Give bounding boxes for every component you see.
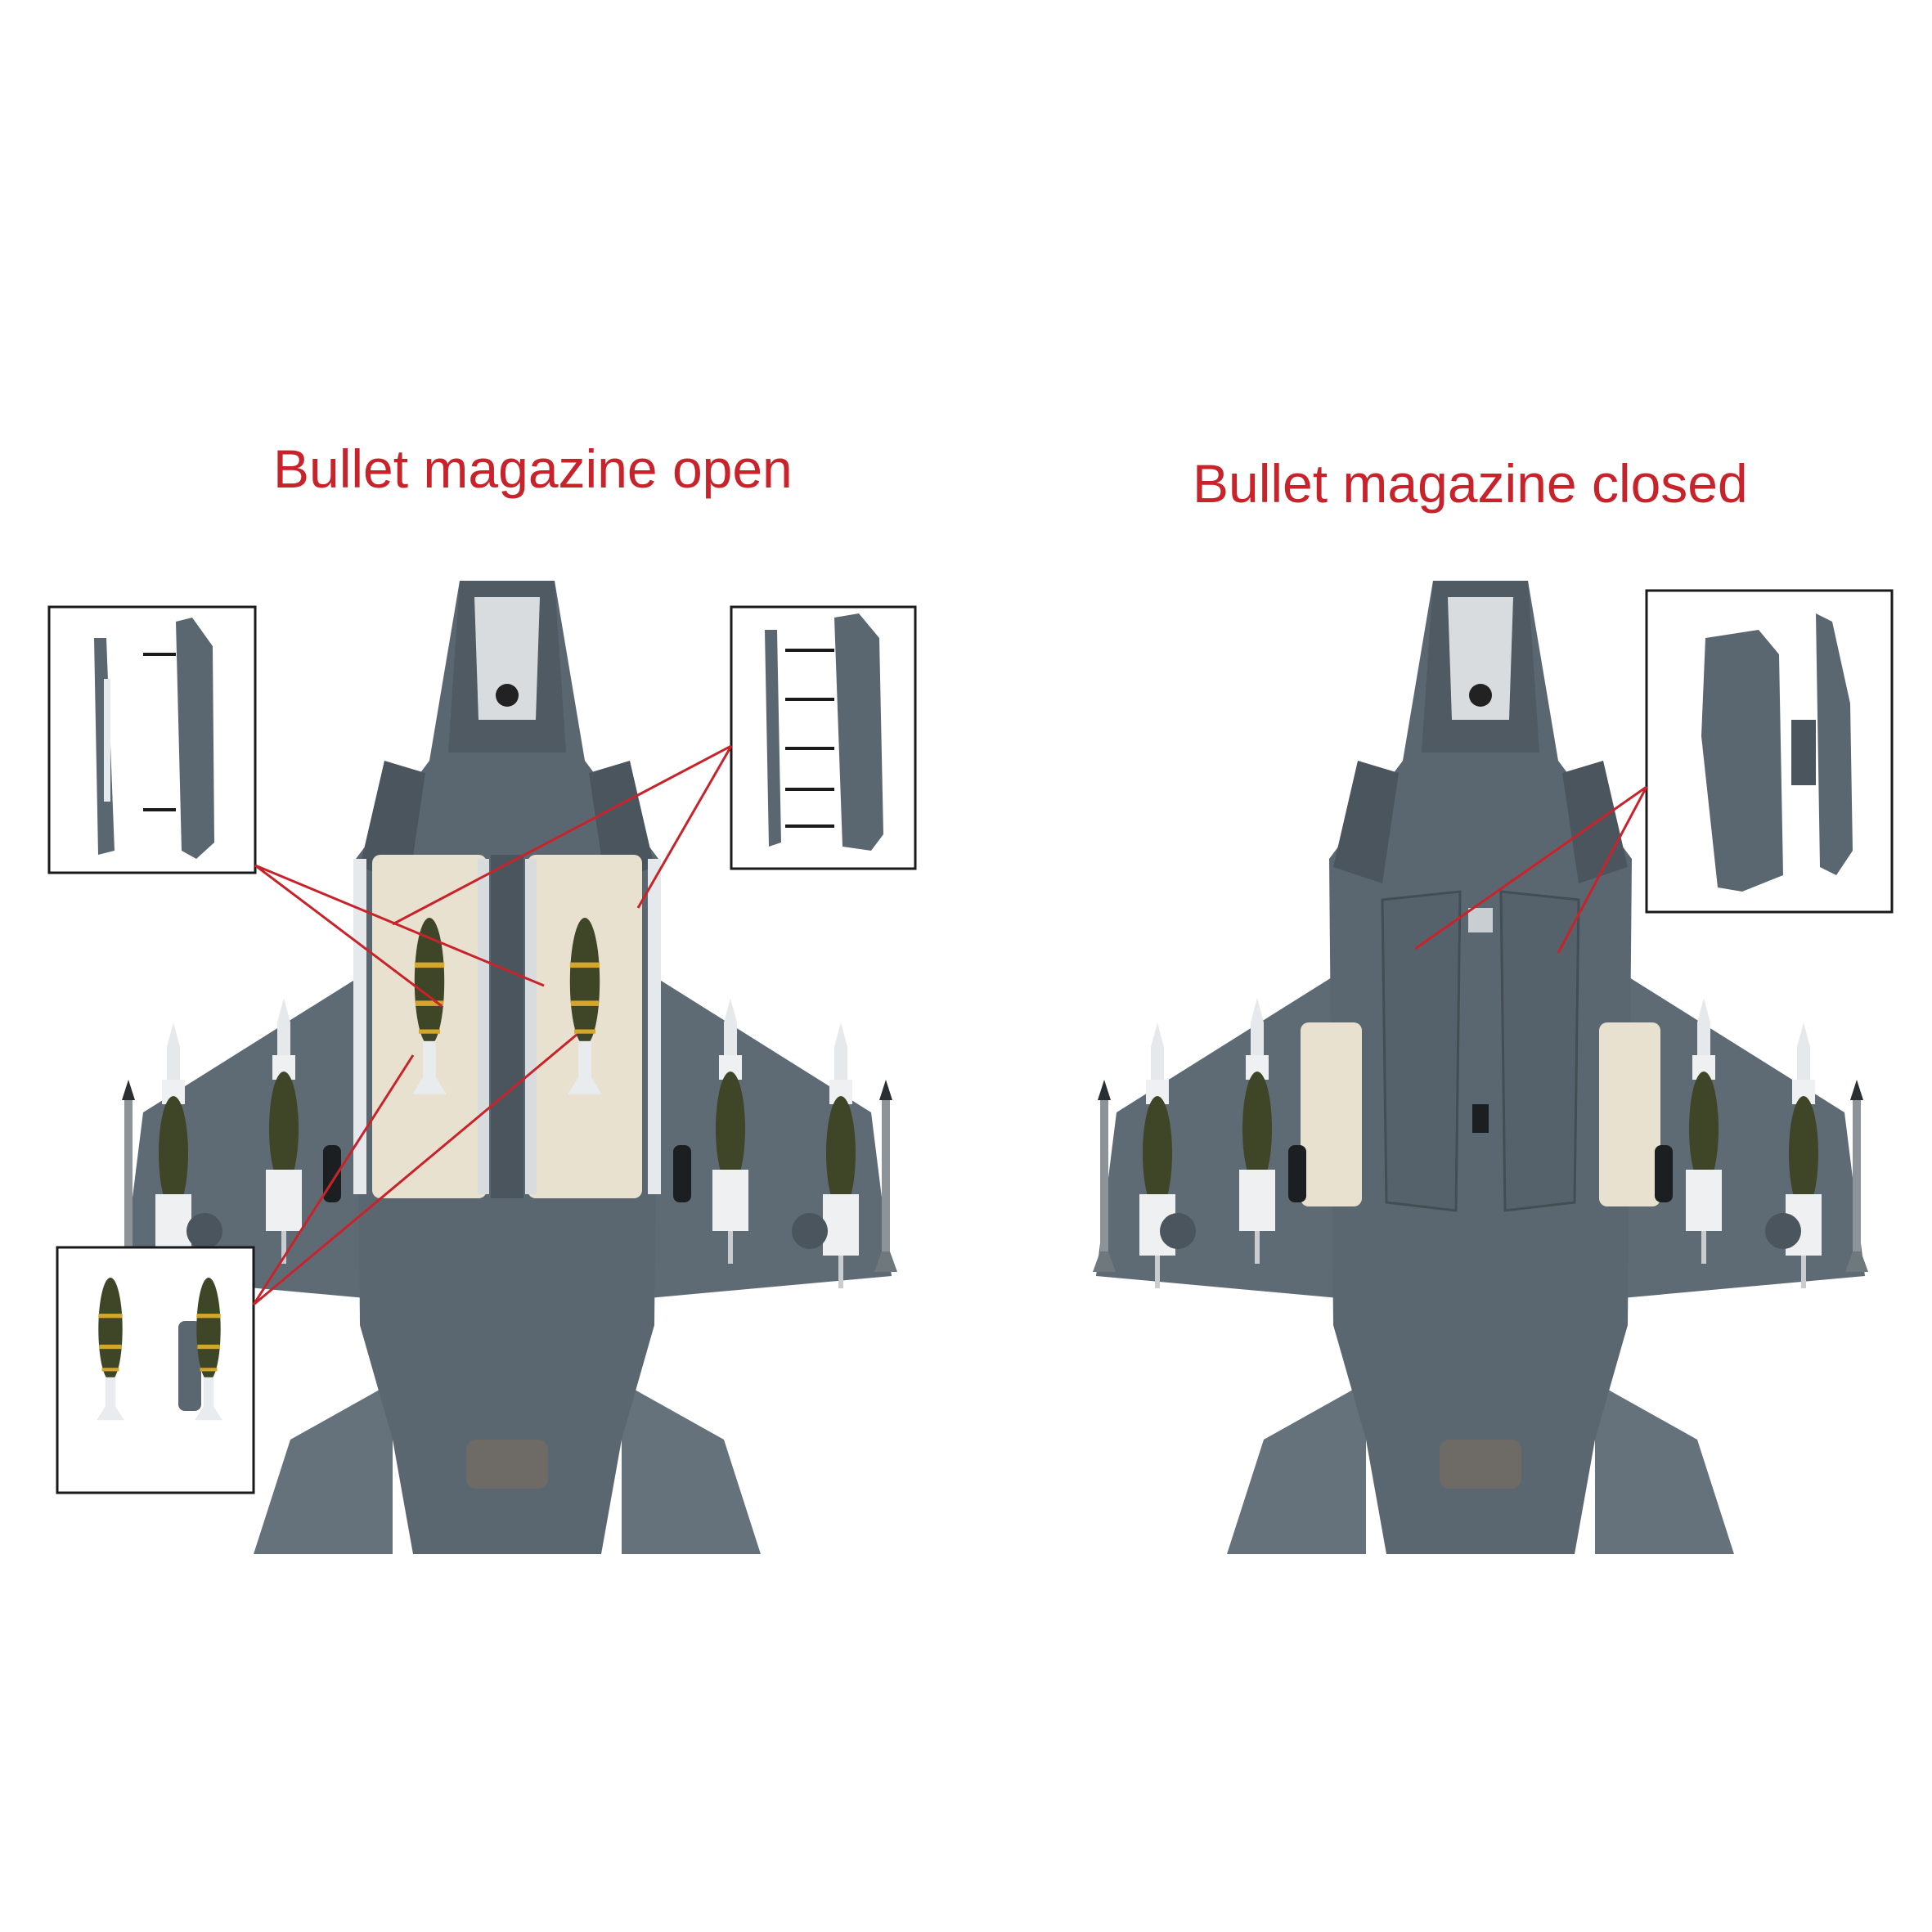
caption-bay-closed: Bullet magazine closed <box>1193 453 1748 514</box>
callout-lines-left <box>252 744 733 1306</box>
callout-lines-right <box>1414 785 1648 954</box>
callout-bay-door-left <box>47 605 257 874</box>
callout-bay-door-right <box>730 605 917 870</box>
callout-closed-doors <box>1645 589 1894 914</box>
aircraft-bay-closed <box>1093 581 1868 1554</box>
caption-bay-open: Bullet magazine open <box>273 438 793 499</box>
callout-bombs <box>56 1246 255 1494</box>
